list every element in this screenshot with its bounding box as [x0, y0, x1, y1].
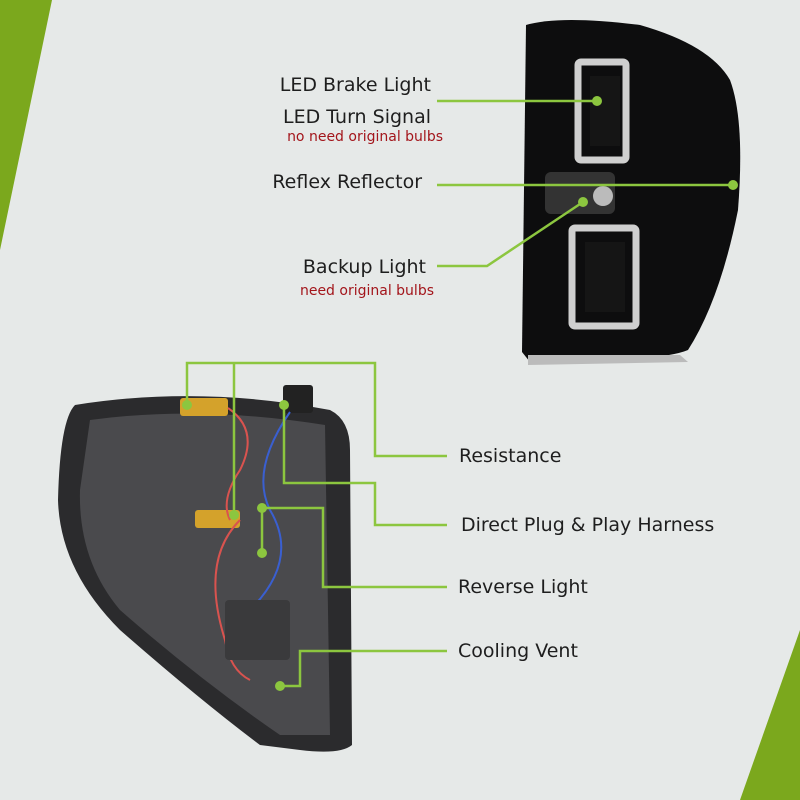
label-direct-plug-harness: Direct Plug & Play Harness [461, 514, 715, 536]
note-need-original-bulbs: need original bulbs [299, 283, 434, 299]
callout-lines [185, 99, 733, 688]
note-no-need-original-bulbs: no need original bulbs [287, 129, 443, 145]
callout-dots [182, 96, 738, 691]
label-cooling-vent: Cooling Vent [458, 640, 578, 662]
green-wedge-bottom-right [740, 630, 800, 800]
label-led-turn-signal: LED Turn Signal [283, 106, 431, 128]
label-reverse-light: Reverse Light [458, 576, 588, 598]
label-led-brake-light: LED Brake Light [279, 74, 431, 96]
label-backup-light: Backup Light [302, 256, 426, 278]
label-reflex-reflector: Reflex Reflector [272, 171, 422, 193]
green-wedge-top-left [0, 0, 52, 250]
front-tail-light [522, 20, 741, 365]
label-resistance: Resistance [459, 445, 562, 467]
rear-housing-view [58, 385, 352, 752]
